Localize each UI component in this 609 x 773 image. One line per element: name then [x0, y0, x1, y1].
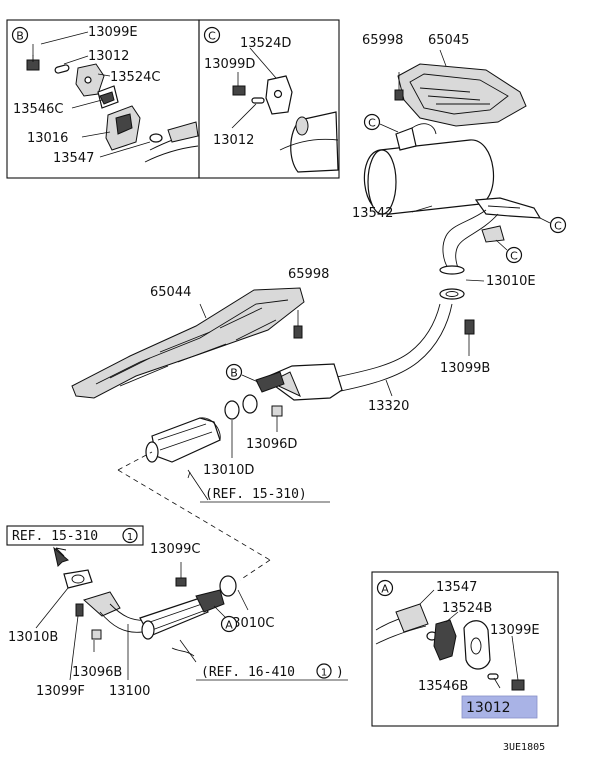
callout-13524B: 13524B [442, 601, 492, 616]
center-pipe-13320 [255, 303, 453, 401]
callout-13099E-b: 13099E [88, 25, 138, 40]
detail-c-marker: C [203, 26, 221, 44]
callout-13546B: 13546B [418, 679, 468, 694]
callout-13010C: 13010C [224, 616, 274, 631]
callout-13524D: 13524D [240, 36, 291, 51]
detail-box-c [198, 19, 340, 179]
box-a-leaders [419, 589, 519, 689]
marker-a-main-label: A [225, 619, 233, 632]
gasket-13010E [439, 288, 465, 300]
callout-13099F: 13099F [36, 684, 85, 699]
ref-16-410-circle [316, 663, 332, 679]
box-b-leaders [32, 31, 151, 158]
marker-b-label: B [16, 30, 24, 43]
ref-16-410-num: 1 [321, 668, 327, 679]
bolt-13099C [175, 577, 187, 587]
box-b-parts [26, 55, 199, 163]
callout-13099C: 13099C [150, 542, 200, 557]
callout-13099E-a: 13099E [490, 623, 540, 638]
callout-13012-highlighted[interactable]: 13012 [466, 700, 511, 716]
callout-13547-a: 13547 [436, 580, 477, 595]
callout-65998-mid: 65998 [288, 267, 329, 282]
ref-15-310-main: (REF. 15-310) [205, 487, 307, 502]
callout-65044: 65044 [150, 285, 191, 300]
highlighted-part-box[interactable] [461, 695, 538, 719]
callout-13012-b: 13012 [88, 49, 129, 64]
callout-13016: 13016 [27, 131, 68, 146]
callout-65998-top: 65998 [362, 33, 403, 48]
marker-c-1: C [368, 117, 376, 130]
ref-15-310-num: 1 [127, 532, 133, 543]
callout-13096D: 13096D [246, 437, 297, 452]
callout-13010B: 13010B [8, 630, 58, 645]
heat-shield-65044 [71, 287, 305, 399]
gasket-13010C [219, 575, 237, 597]
detail-box-a [371, 571, 559, 727]
ref-16-410-label: (REF. 16-410 [201, 665, 295, 680]
detail-b-marker: B [11, 26, 29, 44]
ref-16-410-end: ) [336, 665, 344, 680]
nut-13096D [271, 405, 283, 417]
callout-13012-c: 13012 [213, 133, 254, 148]
callout-13096B: 13096B [72, 665, 122, 680]
gasket-13010B [63, 569, 93, 589]
callout-13099D: 13099D [204, 57, 255, 72]
diagram-code: 3UE1805 [503, 742, 545, 753]
box-c-parts [232, 75, 339, 173]
catalytic-converter [145, 417, 221, 463]
marker-a-main: A [213, 605, 238, 633]
marker-a-label: A [381, 583, 389, 596]
callout-13099B: 13099B [440, 361, 490, 376]
bolt-13099B [464, 319, 475, 356]
callout-13100: 13100 [109, 684, 150, 699]
heat-shield-65045 [394, 49, 527, 127]
ref-box-15-310: REF. 15-310 1 [6, 525, 144, 546]
muffler-markers: C C C [363, 113, 567, 264]
detail-a-marker: A [376, 579, 394, 597]
callout-13542: 13542 [352, 206, 393, 221]
marker-b-main-label: B [230, 367, 238, 380]
callout-13010D: 13010D [203, 463, 254, 478]
box-a-parts [375, 603, 525, 691]
gasket-13010D [224, 400, 240, 420]
callout-13547-b: 13547 [53, 151, 94, 166]
callout-13010E: 13010E [486, 274, 536, 289]
callout-13546C: 13546C [13, 102, 63, 117]
gasket-13010D-upper [242, 394, 258, 414]
callout-13524C: 13524C [110, 70, 160, 85]
callout-65045: 65045 [428, 33, 469, 48]
front-pipe-13100 [75, 589, 225, 663]
callout-13320: 13320 [368, 399, 409, 414]
marker-c-3: C [510, 250, 518, 263]
box-c-leaders [231, 47, 277, 129]
marker-c-label: C [208, 30, 216, 43]
marker-c-2: C [554, 220, 562, 233]
marker-b-main: B [225, 363, 259, 383]
ref-15-310-label: REF. 15-310 [12, 529, 98, 544]
